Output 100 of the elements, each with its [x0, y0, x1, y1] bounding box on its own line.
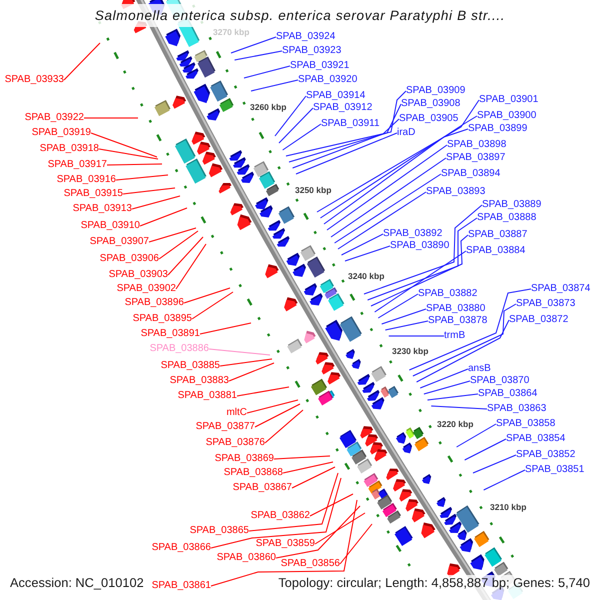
- leader-line: [316, 100, 480, 212]
- leader-line: [250, 80, 298, 92]
- gene-label: SPAB_03901: [479, 95, 538, 105]
- gene-label: SPAB_03869: [214, 454, 274, 464]
- leader-line: [292, 466, 336, 488]
- gene-label: SPAB_03866: [152, 543, 211, 553]
- gene-label: SPAB_03933: [4, 75, 64, 85]
- scale-label: 3270 kbp: [213, 28, 250, 37]
- gene-label: SPAB_03914: [306, 91, 366, 101]
- gene-label: SPAB_03922: [24, 113, 84, 123]
- scale-label: 3210 kbp: [490, 502, 526, 512]
- leader-line: [64, 42, 100, 80]
- leader-line: [106, 164, 162, 166]
- gene-label: SPAB_03906: [100, 254, 159, 264]
- leader-line: [282, 124, 322, 150]
- leader-line: [423, 380, 470, 394]
- gene-label: SPAB_03870: [470, 376, 530, 386]
- gene-label: SPAB_03890: [390, 241, 450, 251]
- gene-label: mltC: [226, 408, 247, 418]
- leader-line: [456, 424, 496, 448]
- leader-line: [148, 228, 196, 242]
- gene-label: SPAB_03867: [232, 483, 292, 493]
- gene-label: SPAB_03909: [406, 86, 466, 96]
- gene-label: SPAB_03880: [426, 304, 486, 314]
- leader-line: [116, 174, 168, 180]
- gene-label: SPAB_03852: [516, 450, 576, 460]
- leader-line: [367, 218, 478, 300]
- gene-label: SPAB_03911: [321, 119, 380, 129]
- leader-line: [340, 524, 372, 564]
- leader-line: [278, 108, 314, 144]
- gene-label: SPAB_03910: [80, 221, 140, 231]
- gene-label: SPAB_03873: [516, 299, 576, 309]
- leader-line: [378, 294, 418, 318]
- leader-line: [184, 288, 230, 304]
- gene-label: SPAB_03923: [282, 46, 342, 56]
- leader-line: [310, 494, 354, 516]
- gene-label: SPAB_03902: [116, 284, 176, 294]
- gene-label: SPAB_03889: [482, 200, 542, 210]
- leader-line: [286, 90, 406, 156]
- gene-label: SPAB_03881: [178, 391, 237, 401]
- leader-line: [158, 230, 198, 260]
- gene-label: SPAB_03858: [496, 419, 556, 429]
- leader-line: [370, 234, 468, 306]
- leader-line: [338, 192, 426, 250]
- leader-line: [320, 116, 478, 218]
- leader-line: [381, 308, 426, 324]
- scale-label: 3250 kbp: [295, 186, 332, 194]
- leader-line: [246, 400, 298, 414]
- gene-label: SPAB_03915: [64, 189, 123, 199]
- gene-label: SPAB_03856: [280, 559, 340, 569]
- leader-line: [236, 386, 290, 396]
- leader-line: [296, 132, 398, 174]
- leader-line: [427, 394, 478, 400]
- gene-label: SPAB_03878: [428, 316, 488, 326]
- gene-label: SPAB_03877: [196, 422, 255, 432]
- genome-stats-label: Topology: circular; Length: 4,858,887 bp; Genes: 5,740: [276, 575, 592, 600]
- leader-line: [341, 234, 384, 256]
- leader-line: [374, 250, 466, 312]
- gene-label: SPAB_03860: [216, 553, 276, 563]
- leader-line: [408, 288, 532, 370]
- gene-label: SPAB_03919: [32, 128, 91, 138]
- scale-label: 3260 kbp: [250, 102, 286, 112]
- leader-line: [274, 456, 330, 460]
- leader-line: [200, 322, 252, 334]
- gene-label: SPAB_03905: [399, 114, 458, 124]
- gene-label: SPAB_03854: [506, 434, 566, 444]
- gene-label: SPAB_03891: [140, 329, 200, 339]
- leader-line: [248, 472, 338, 532]
- leader-line: [472, 454, 516, 474]
- leader-line: [220, 358, 272, 366]
- gene-label: SPAB_03908: [401, 99, 460, 109]
- gene-label: SPAB_03872: [509, 315, 568, 325]
- gene-label: SPAB_03892: [383, 229, 442, 239]
- scale-label: 3240 kbp: [348, 272, 384, 280]
- gene-label: SPAB_03864: [478, 389, 538, 399]
- gene-label: SPAB_03882: [418, 289, 478, 299]
- leader-line: [326, 144, 448, 230]
- scale-label: 3230 kbp: [392, 346, 428, 356]
- gene-label: SPAB_03862: [250, 511, 310, 521]
- leader-line: [132, 196, 180, 210]
- gene-label: SPAB_03899: [468, 124, 528, 134]
- leader-line: [228, 362, 274, 382]
- leader-line: [244, 66, 290, 78]
- leader-line: [364, 204, 482, 294]
- leader-line: [420, 368, 468, 388]
- gene-label: trmB: [444, 331, 466, 341]
- gene-label: SPAB_03883: [170, 376, 229, 386]
- gene-label: SPAB_03859: [256, 539, 315, 549]
- leader-line: [176, 244, 206, 290]
- gene-label: SPAB_03896: [124, 298, 184, 308]
- gene-label: SPAB_03861: [152, 581, 211, 591]
- leader-line: [208, 348, 270, 356]
- leader-line: [330, 158, 446, 238]
- gene-label: SPAB_03876: [206, 438, 265, 448]
- leader-line: [210, 478, 342, 548]
- gene-label: SPAB_03865: [190, 526, 249, 536]
- leader-line: [90, 132, 158, 158]
- gene-label: SPAB_03874: [531, 284, 590, 294]
- gene-label: SPAB_03913: [72, 204, 132, 214]
- leader-line: [234, 50, 282, 60]
